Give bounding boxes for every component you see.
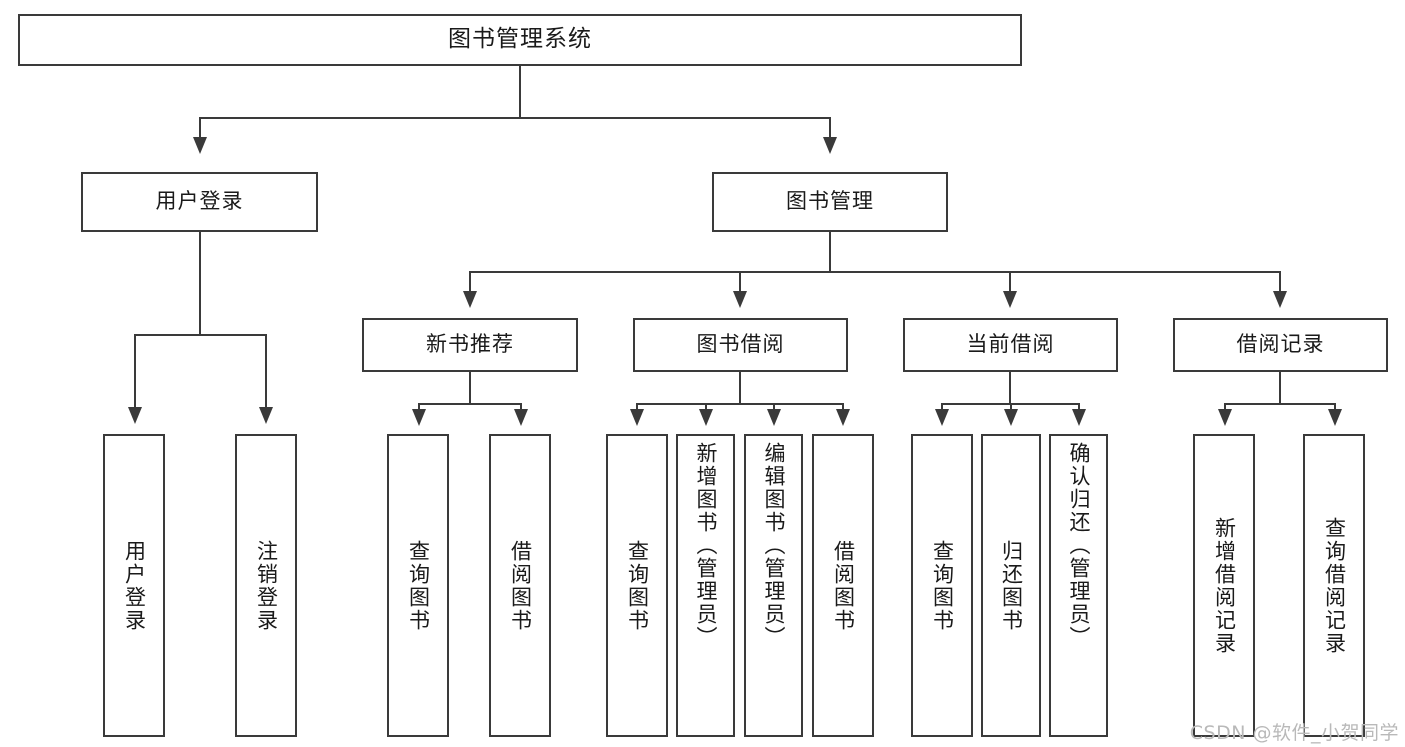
leaf-user-login-2[interactable]: 注销登录	[235, 434, 297, 737]
connector-book-manage-drop-1	[469, 271, 471, 293]
leaf-user-login-1[interactable]: 用户登录	[103, 434, 165, 737]
leaf-book-borrow-4[interactable]: 借阅图书	[812, 434, 874, 737]
leaf-label: 查询图书	[625, 539, 650, 632]
connector-user-login-drop-1	[134, 334, 136, 409]
connector-book-borrow-bus	[636, 403, 844, 405]
connector-root-bus	[199, 117, 831, 119]
connector-borrow-record-stem	[1279, 372, 1281, 405]
node-root[interactable]: 图书管理系统	[18, 14, 1022, 66]
connector-new-book-drop-1	[418, 403, 420, 411]
leaf-label: 确认归还（管理员）	[1066, 442, 1091, 649]
connector-book-borrow-stem	[739, 372, 741, 405]
leaf-label: 查询图书	[930, 539, 955, 632]
node-book-manage-label: 图书管理	[786, 189, 874, 214]
arrow-book-borrow-leaf-3	[767, 409, 781, 426]
leaf-book-borrow-3[interactable]: 编辑图书（管理员）	[744, 434, 803, 737]
connector-book-manage-drop-4	[1279, 271, 1281, 293]
node-borrow-record-label: 借阅记录	[1236, 332, 1325, 357]
connector-root-stem	[519, 66, 521, 118]
connector-current-borrow-drop-1	[941, 403, 943, 411]
node-book-manage[interactable]: 图书管理	[712, 172, 948, 232]
leaf-label: 编辑图书（管理员）	[761, 442, 786, 649]
node-current-borrow[interactable]: 当前借阅	[903, 318, 1118, 372]
leaf-current-borrow-1[interactable]: 查询图书	[911, 434, 973, 737]
arrow-book-borrow-leaf-1	[630, 409, 644, 426]
arrow-current-borrow-leaf-1	[935, 409, 949, 426]
arrow-book-borrow-leaf-2	[699, 409, 713, 426]
node-new-book-recommend-label: 新书推荐	[426, 332, 514, 357]
connector-current-borrow-drop-2	[1010, 403, 1012, 411]
connector-book-borrow-drop-1	[636, 403, 638, 411]
arrow-book-manage-to-current-borrow	[1003, 291, 1017, 308]
arrow-book-borrow-leaf-4	[836, 409, 850, 426]
connector-book-manage-stem	[829, 232, 831, 273]
connector-root-drop-1	[199, 117, 201, 139]
node-current-borrow-label: 当前借阅	[966, 332, 1055, 357]
leaf-book-borrow-1[interactable]: 查询图书	[606, 434, 668, 737]
node-borrow-record[interactable]: 借阅记录	[1173, 318, 1388, 372]
leaf-label: 新增借阅记录	[1212, 516, 1237, 655]
connector-borrow-record-drop-1	[1224, 403, 1226, 411]
leaf-label: 新增图书（管理员）	[693, 442, 718, 649]
node-user-login[interactable]: 用户登录	[81, 172, 318, 232]
leaf-label: 借阅图书	[831, 539, 856, 632]
arrow-current-borrow-leaf-2	[1004, 409, 1018, 426]
arrow-borrow-record-leaf-1	[1218, 409, 1232, 426]
leaf-label: 注销登录	[254, 539, 279, 632]
connector-book-manage-drop-2	[739, 271, 741, 293]
connector-borrow-record-drop-2	[1334, 403, 1336, 411]
leaf-borrow-record-1[interactable]: 新增借阅记录	[1193, 434, 1255, 737]
connector-book-borrow-drop-4	[842, 403, 844, 411]
node-new-book-recommend[interactable]: 新书推荐	[362, 318, 578, 372]
connector-new-book-drop-2	[520, 403, 522, 411]
leaf-label: 借阅图书	[508, 539, 533, 632]
arrow-user-login-leaf-1	[128, 407, 142, 424]
arrow-root-to-user-login	[193, 137, 207, 154]
leaf-current-borrow-3[interactable]: 确认归还（管理员）	[1049, 434, 1108, 737]
leaf-new-book-2[interactable]: 借阅图书	[489, 434, 551, 737]
connector-new-book-bus	[418, 403, 522, 405]
connector-book-borrow-drop-3	[773, 403, 775, 411]
connector-user-login-bus	[134, 334, 266, 336]
arrow-book-manage-to-new-book	[463, 291, 477, 308]
leaf-current-borrow-2[interactable]: 归还图书	[981, 434, 1041, 737]
arrow-book-manage-to-book-borrow	[733, 291, 747, 308]
arrow-new-book-leaf-1	[412, 409, 426, 426]
connector-borrow-record-bus	[1224, 403, 1336, 405]
connector-user-login-drop-2	[265, 334, 267, 409]
connector-book-manage-bus	[469, 271, 1281, 273]
connector-book-manage-drop-3	[1009, 271, 1011, 293]
node-root-label: 图书管理系统	[448, 26, 592, 53]
leaf-label: 用户登录	[122, 539, 147, 632]
leaf-label: 查询图书	[406, 539, 431, 632]
arrow-borrow-record-leaf-2	[1328, 409, 1342, 426]
leaf-borrow-record-2[interactable]: 查询借阅记录	[1303, 434, 1365, 737]
arrow-book-manage-to-borrow-record	[1273, 291, 1287, 308]
node-book-borrow[interactable]: 图书借阅	[633, 318, 848, 372]
arrow-root-to-book-manage	[823, 137, 837, 154]
arrow-user-login-leaf-2	[259, 407, 273, 424]
arrow-new-book-leaf-2	[514, 409, 528, 426]
connector-current-borrow-drop-3	[1078, 403, 1080, 411]
connector-user-login-stem	[199, 232, 201, 335]
connector-root-drop-2	[829, 117, 831, 139]
leaf-label: 查询借阅记录	[1322, 516, 1347, 655]
node-book-borrow-label: 图书借阅	[696, 332, 785, 357]
leaf-book-borrow-2[interactable]: 新增图书（管理员）	[676, 434, 735, 737]
connector-book-borrow-drop-2	[705, 403, 707, 411]
node-user-login-label: 用户登录	[155, 189, 244, 214]
connector-new-book-stem	[469, 372, 471, 405]
leaf-label: 归还图书	[999, 539, 1024, 632]
connector-current-borrow-stem	[1009, 372, 1011, 405]
leaf-new-book-1[interactable]: 查询图书	[387, 434, 449, 737]
arrow-current-borrow-leaf-3	[1072, 409, 1086, 426]
